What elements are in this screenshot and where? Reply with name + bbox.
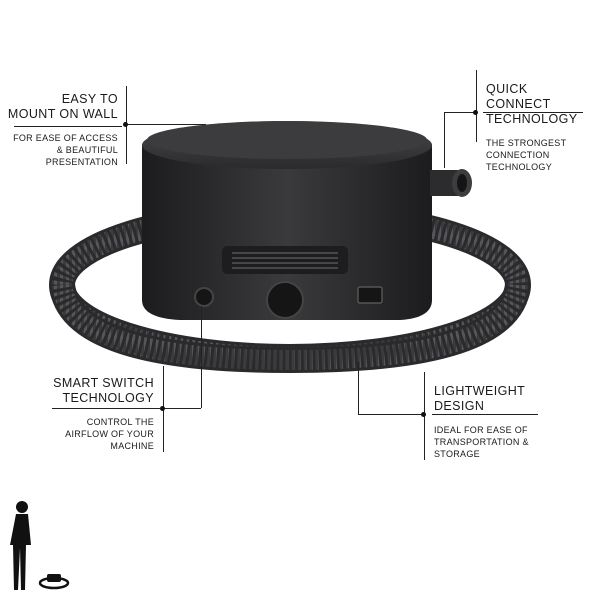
callout-wall-desc-3: PRESENTATION <box>45 157 118 167</box>
callout-wall-title-1: EASY TO <box>61 92 118 106</box>
callout-smart-title-1: SMART SWITCH <box>53 376 154 390</box>
rule-wall <box>14 126 122 127</box>
callout-smart-desc-2: AIRFLOW OF YOUR <box>65 429 154 439</box>
leader-light-v <box>358 362 359 414</box>
callout-smart-title-2: TECHNOLOGY <box>62 391 154 405</box>
callout-smart-desc-1: CONTROL THE <box>86 417 154 427</box>
callout-quick-title-2: TECHNOLOGY <box>486 112 578 126</box>
callout-smart-switch: SMART SWITCH TECHNOLOGY CONTROL THE AIRF… <box>36 376 154 452</box>
leader-smart-v <box>201 306 202 408</box>
callout-light-title-2: DESIGN <box>434 399 485 413</box>
callout-quick-desc-2: CONNECTION <box>486 150 550 160</box>
power-socket-icon <box>357 286 383 304</box>
quick-connect-nozzle <box>430 169 472 197</box>
leader-quick-h <box>444 112 476 113</box>
air-outlet <box>266 281 304 319</box>
callout-light-desc-1: IDEAL FOR EASE OF <box>434 425 528 435</box>
callout-quick-connect: QUICK CONNECT TECHNOLOGY THE STRONGEST C… <box>486 82 596 173</box>
vent-grille <box>222 246 348 274</box>
callout-quick-title-1: QUICK CONNECT <box>486 82 551 111</box>
scale-person-icon <box>10 501 31 590</box>
leader-dot-light <box>421 412 426 417</box>
callout-light-desc-3: STORAGE <box>434 449 480 459</box>
switch-icon <box>194 287 214 307</box>
callout-smart-desc-3: MACHINE <box>110 441 154 451</box>
callout-wall-desc-2: & BEAUTIFUL <box>56 145 118 155</box>
callout-lightweight: LIGHTWEIGHT DESIGN IDEAL FOR EASE OF TRA… <box>434 384 554 460</box>
leader-quick-v <box>444 112 445 168</box>
leader-dot-quick <box>473 110 478 115</box>
rule-smart <box>52 408 160 409</box>
callout-light-desc-2: TRANSPORTATION & <box>434 437 529 447</box>
scale-pump-icon <box>38 574 70 590</box>
rule-light <box>432 414 538 415</box>
callout-light-title-1: LIGHTWEIGHT <box>434 384 526 398</box>
leader-light-h <box>358 414 424 415</box>
leader-dot-smart <box>160 406 165 411</box>
leader-smart-h <box>163 408 201 409</box>
callout-wall-desc-1: FOR EASE OF ACCESS <box>13 133 118 143</box>
callout-quick-desc-1: THE STRONGEST <box>486 138 567 148</box>
leader-quick <box>476 70 477 142</box>
callout-quick-desc-3: TECHNOLOGY <box>486 162 553 172</box>
leader-wall-h <box>126 124 206 125</box>
leader-dot-wall <box>123 122 128 127</box>
callout-wall-title-2: MOUNT ON WALL <box>7 107 118 121</box>
callout-wall-mount: EASY TO MOUNT ON WALL FOR EASE OF ACCESS… <box>0 92 118 168</box>
rule-quick <box>483 112 583 113</box>
pump-body <box>142 121 432 320</box>
